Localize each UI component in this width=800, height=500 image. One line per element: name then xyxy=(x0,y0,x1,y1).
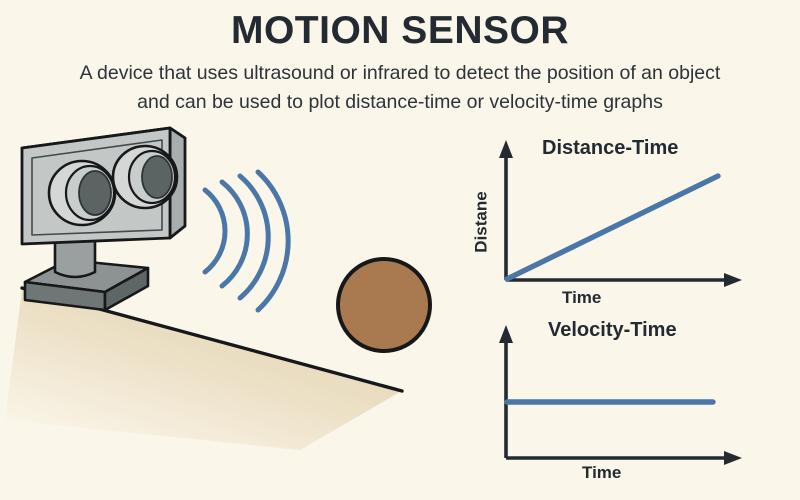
wave-arc-4 xyxy=(255,169,291,313)
chart-distance-x-axis-label: Time xyxy=(562,288,602,307)
distance-time-series-line xyxy=(504,173,721,282)
x-axis-arrowhead xyxy=(724,451,742,465)
head-bevel-outline xyxy=(31,139,163,236)
wave-arc-1 xyxy=(202,187,228,275)
velocity-time-plot xyxy=(499,325,742,465)
sensor-head xyxy=(20,126,187,246)
chart-velocity-time: Velocity-Time Time xyxy=(470,315,790,500)
ultrasonic-sensor xyxy=(20,126,187,312)
page-title: MOTION SENSOR xyxy=(230,9,570,52)
transducer-right xyxy=(111,144,179,210)
chart-distance-title: Distance-Time xyxy=(542,137,679,159)
ramp-surface xyxy=(5,290,400,450)
chart-velocity-title: Velocity-Time xyxy=(548,319,677,341)
base-side-face xyxy=(103,266,150,312)
chart-distance-y-axis-label: Distane xyxy=(471,191,491,253)
rolling-ball xyxy=(336,257,432,353)
wave-arc-2 xyxy=(219,179,250,289)
chart-distance-time: Distance-Time Time Distane xyxy=(470,130,790,315)
motion-sensor-illustration xyxy=(5,126,432,450)
subtitle-line-1: A device that uses ultrasound or infrare… xyxy=(79,62,721,84)
transducer-right-center xyxy=(141,155,173,199)
ultrasound-waves xyxy=(202,169,291,313)
chart-velocity-x-axis-label: Time xyxy=(582,463,622,482)
wave-arc-3 xyxy=(237,173,271,301)
x-axis-arrowhead xyxy=(724,273,742,287)
y-axis-arrowhead xyxy=(499,325,513,343)
y-axis-arrowhead xyxy=(499,140,513,158)
transducer-left xyxy=(47,159,117,227)
distance-time-plot xyxy=(499,140,742,287)
subtitle-line-2: and can be used to plot distance-time or… xyxy=(137,91,663,113)
transducer-left-center xyxy=(78,170,112,216)
